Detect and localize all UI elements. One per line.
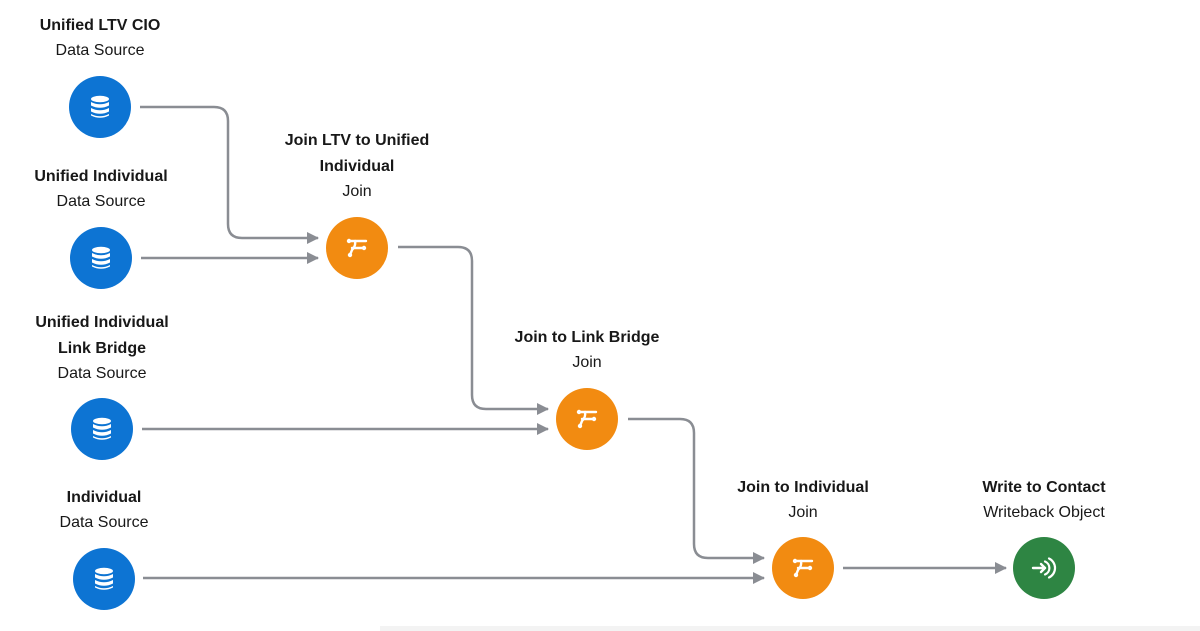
node-type: Data Source [56,193,146,210]
node-type: Data Source [59,514,149,531]
node-title: Individual [66,489,142,506]
node-join-to-link-bridge[interactable] [556,388,618,450]
writeback-icon [1031,557,1057,579]
node-write-to-contact-label: Write to Contact Writeback Object [954,475,1134,531]
node-write-to-contact[interactable] [1013,537,1075,599]
node-title: Join to Link Bridge [514,329,660,346]
node-unified-individual-link-bridge[interactable] [71,398,133,460]
node-title: Unified LTV CIO [39,17,161,34]
node-type: Data Source [57,365,147,382]
node-title: Join to Individual [737,479,869,496]
database-icon [93,417,111,440]
canvas-footer-edge [380,626,1200,631]
node-join-to-individual[interactable] [772,537,834,599]
node-individual-label: Individual Data Source [14,485,194,541]
node-type: Join [572,354,602,371]
join-icon [792,558,814,578]
join-icon [576,409,598,429]
database-icon [95,567,113,590]
node-title: Write to Contact [982,479,1106,496]
node-unified-individual[interactable] [70,227,132,289]
node-type: Join [788,504,818,521]
node-join-ltv-to-unified-individual[interactable] [326,217,388,279]
database-icon [92,246,110,269]
node-unified-ltv-cio-label: Unified LTV CIO Data Source [10,13,190,69]
node-type: Data Source [55,42,145,59]
node-title: Unified Individual [34,168,168,185]
database-icon [91,95,109,118]
node-type: Writeback Object [983,504,1105,521]
node-individual[interactable] [73,548,135,610]
connector-ltv-to-join1 [140,105,319,244]
node-join-individual-label: Join to Individual Join [713,475,893,531]
node-join-link-bridge-label: Join to Link Bridge Join [497,325,677,381]
node-title: Unified Individual Link Bridge [35,314,169,357]
node-join-ltv-label: Join LTV to Unified Individual Join [267,128,447,210]
node-unified-individual-label: Unified Individual Data Source [11,164,191,220]
join-icon [346,238,368,258]
node-link-bridge-label: Unified Individual Link Bridge Data Sour… [12,310,192,392]
connector-join1-to-join2 [398,245,549,415]
node-unified-ltv-cio[interactable] [69,76,131,138]
node-title: Join LTV to Unified Individual [284,132,430,175]
node-type: Join [342,183,372,200]
connector-join2-to-join3 [628,417,765,564]
